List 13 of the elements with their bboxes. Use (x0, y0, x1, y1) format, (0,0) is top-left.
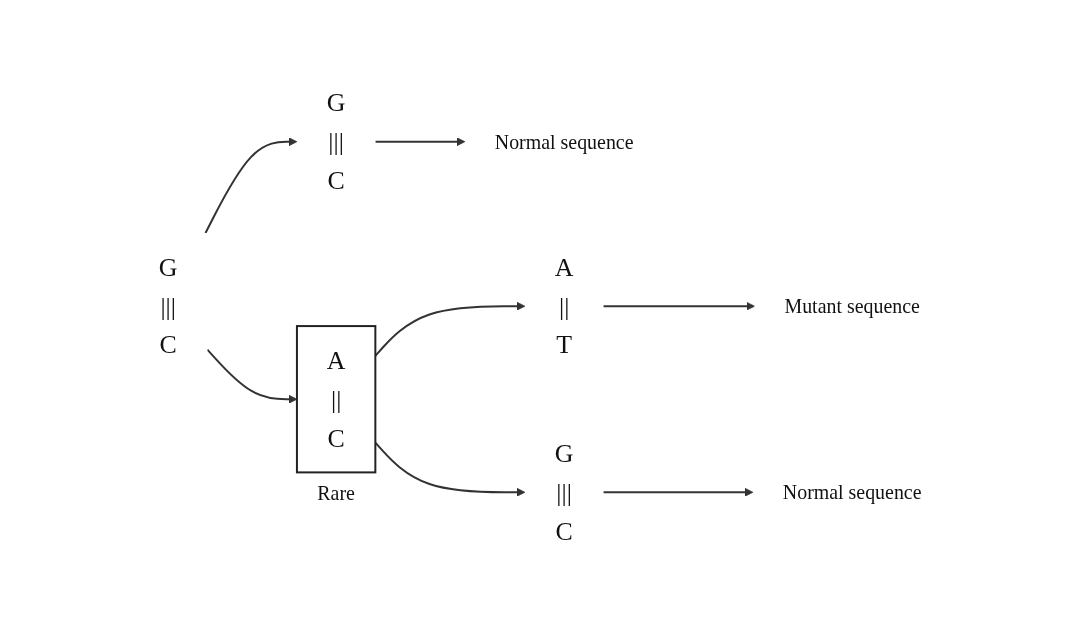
node-text: Normal sequence (494, 130, 634, 153)
arrow (602, 301, 755, 311)
node-text: G ||| C (158, 252, 178, 360)
node-text: Mutant sequence (784, 295, 920, 318)
node-text: A || T (554, 252, 574, 360)
node-text: G ||| C (326, 88, 346, 195)
node-text: G ||| C (554, 439, 574, 546)
node-box: A || C (295, 325, 377, 474)
arrow (602, 487, 754, 497)
node-text: Normal sequence (782, 481, 922, 504)
node-caption: Rare (317, 482, 355, 505)
arrow (374, 137, 466, 147)
arrow (204, 137, 298, 234)
